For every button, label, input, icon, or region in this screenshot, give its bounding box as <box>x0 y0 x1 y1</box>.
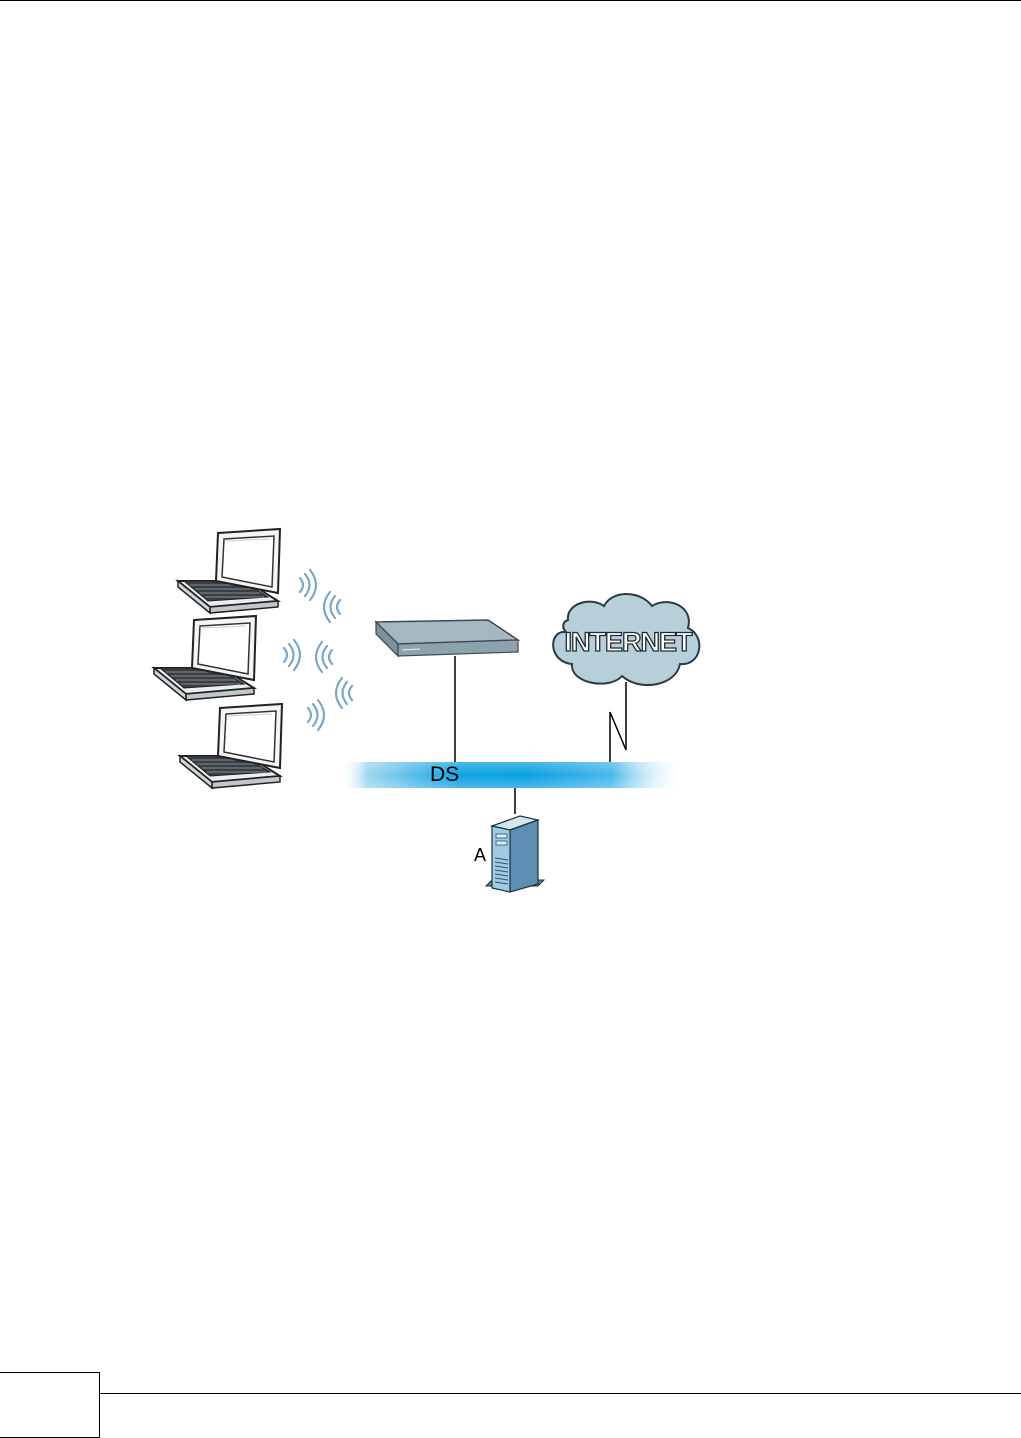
footer-rule <box>100 1393 1021 1394</box>
laptop-icon <box>178 529 280 613</box>
internet-link <box>610 682 626 766</box>
ds-label: DS <box>430 763 459 787</box>
internet-cloud-icon: INTERNET <box>553 594 699 685</box>
server-icon <box>486 816 544 892</box>
wireless-signal-icon <box>284 570 352 730</box>
server-a-label: A <box>474 845 486 866</box>
ds-bus <box>340 762 680 788</box>
laptop-icon <box>154 616 256 700</box>
page-number-box <box>0 1372 100 1438</box>
laptop-icon <box>180 704 282 788</box>
cloud-label: INTERNET <box>565 627 694 657</box>
router-icon <box>376 620 518 656</box>
